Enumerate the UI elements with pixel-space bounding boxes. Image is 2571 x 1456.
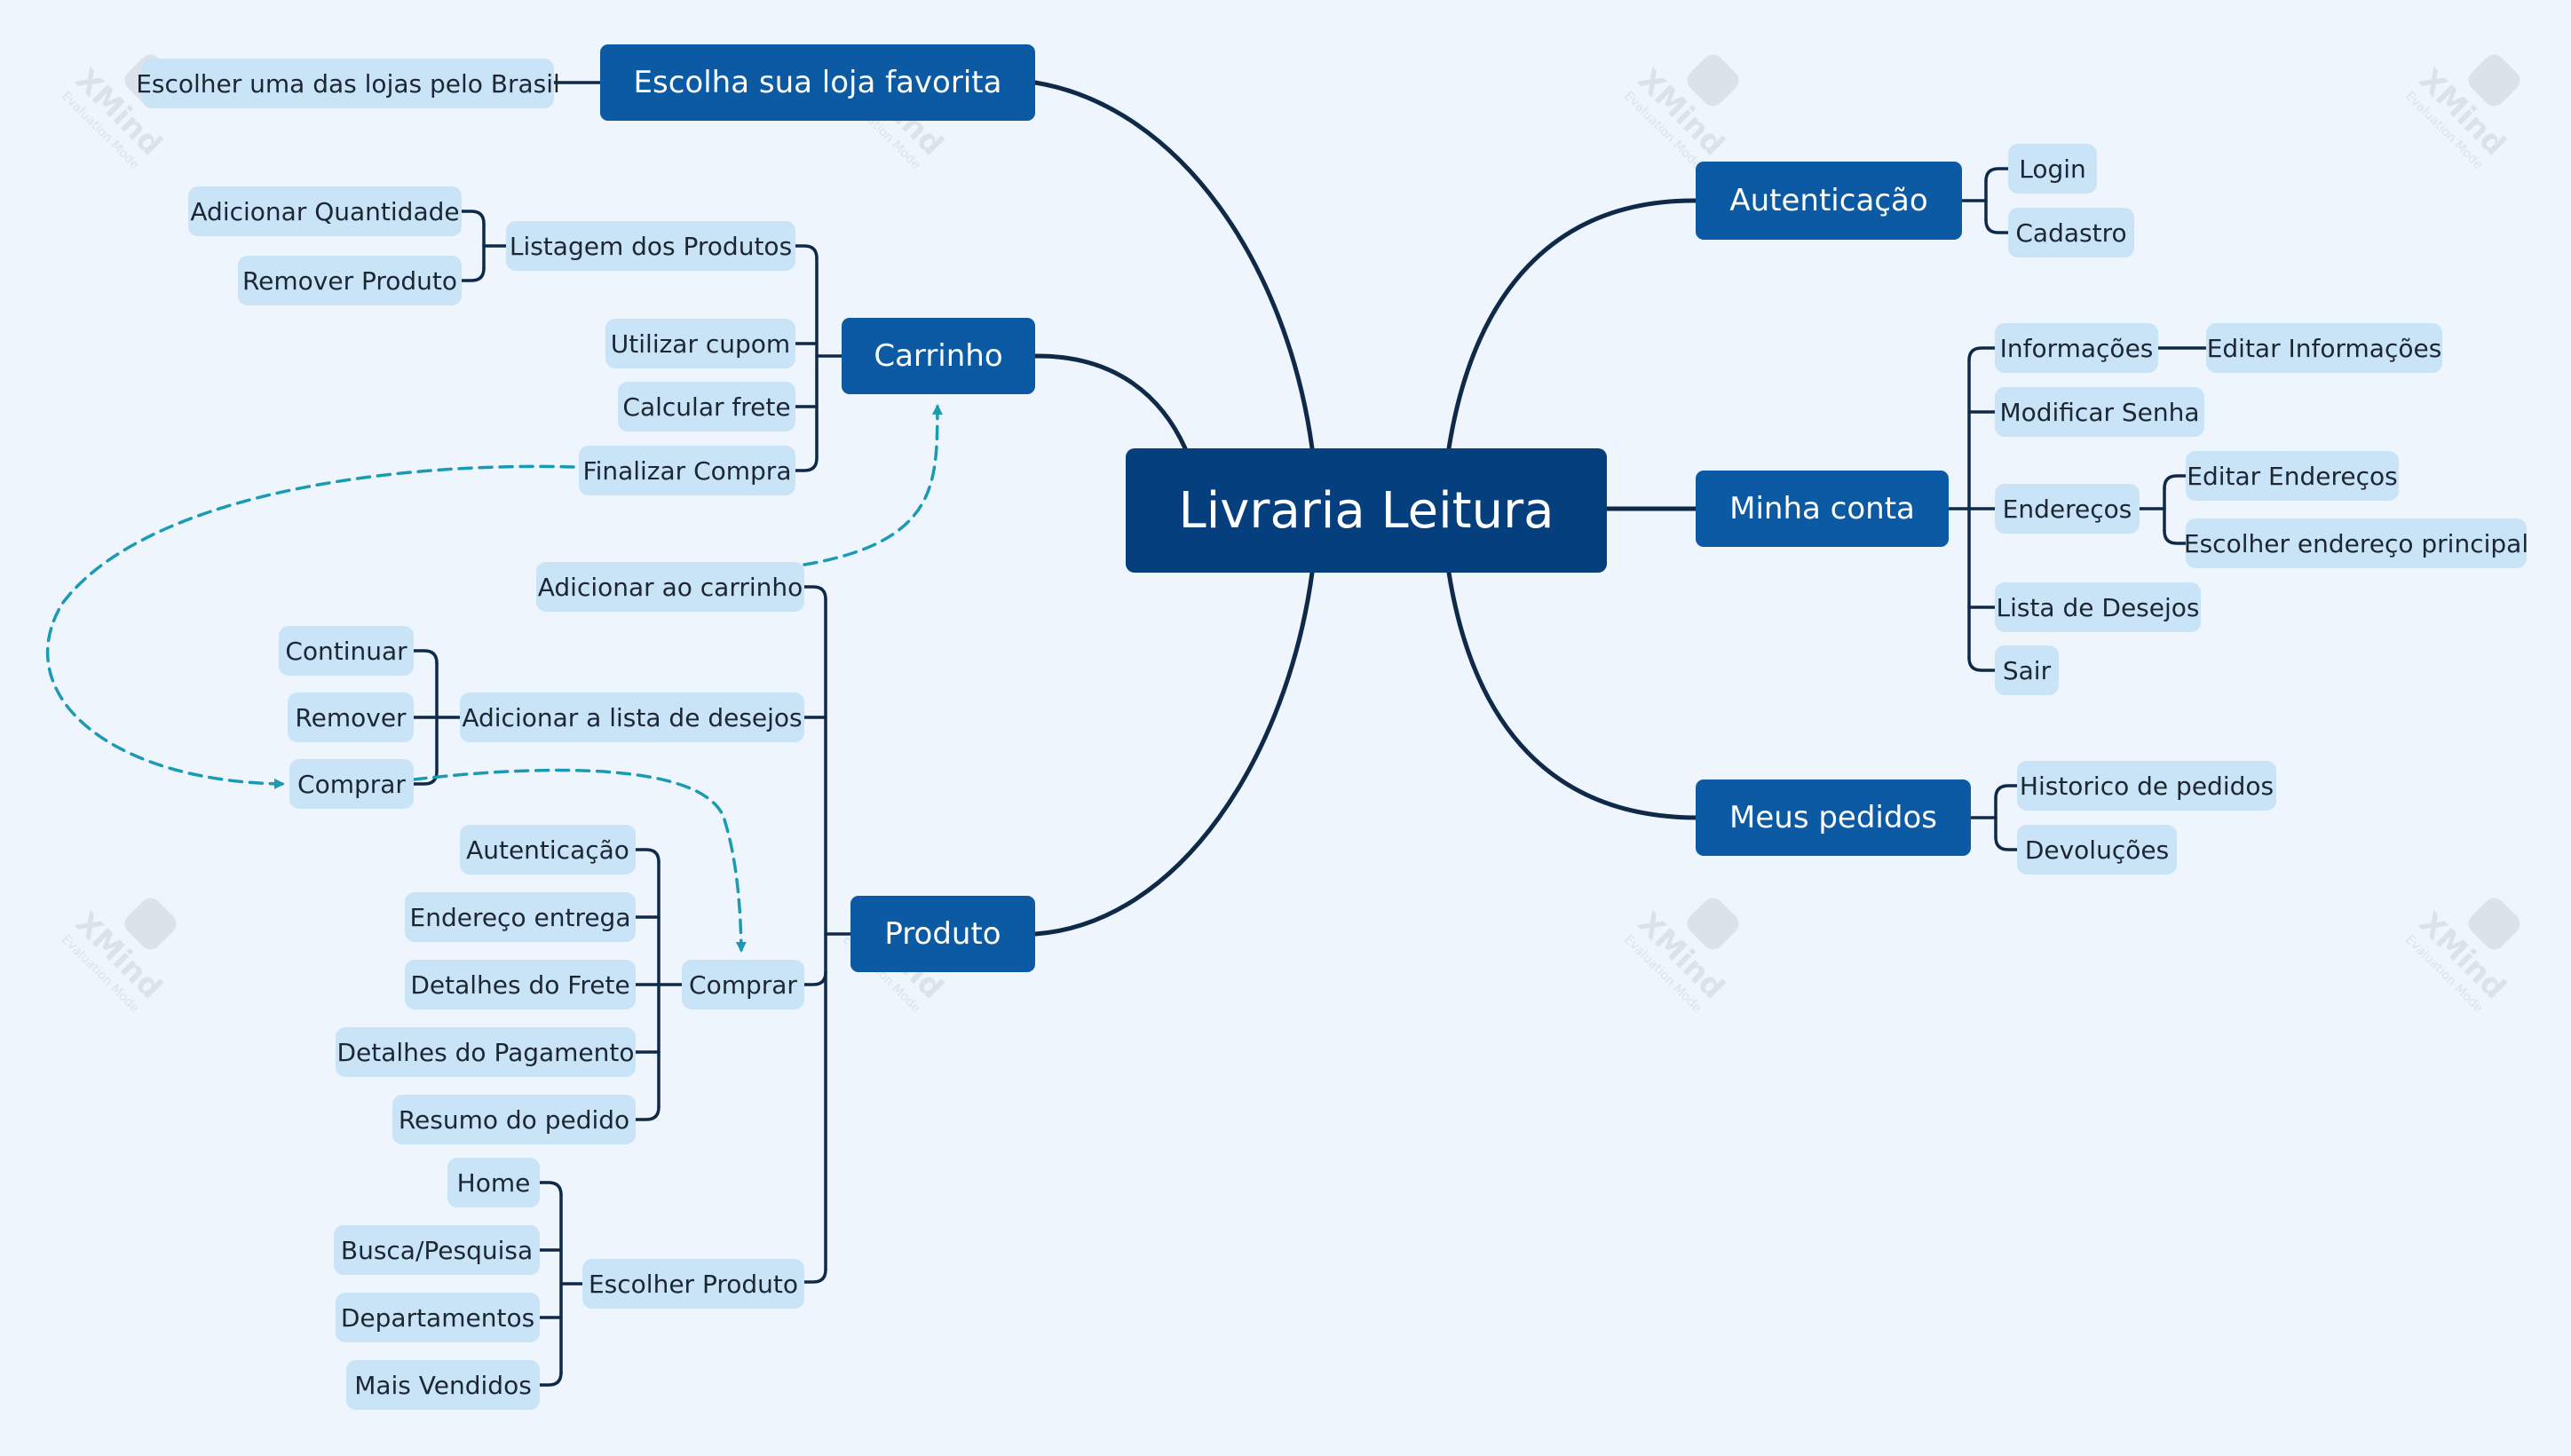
subtopic-escolher-endereco-principal[interactable]: Escolher endereço principal	[2184, 518, 2528, 568]
subtopic-adicionar-lista-desejos[interactable]: Adicionar a lista de desejos	[460, 692, 804, 742]
subtopic-resumo-pedido[interactable]: Resumo do pedido	[392, 1095, 636, 1144]
subtopic-finalizar-compra[interactable]: Finalizar Compra	[579, 446, 795, 495]
subtopic-modificar-senha[interactable]: Modificar Senha	[1995, 387, 2204, 437]
subtopic-endereco-entrega[interactable]: Endereço entrega	[405, 892, 636, 942]
subtopic-autenticacao-compra[interactable]: Autenticação	[460, 825, 636, 874]
subtopic-busca-pesquisa[interactable]: Busca/Pesquisa	[334, 1225, 540, 1275]
topic-carrinho[interactable]: Carrinho	[842, 318, 1035, 394]
subtopic-escolher-lojas[interactable]: Escolher uma das lojas pelo Brasil	[136, 59, 560, 108]
subtopic-comprar-desejos[interactable]: Comprar	[289, 759, 414, 809]
subtopic-remover-produto[interactable]: Remover Produto	[238, 256, 462, 305]
subtopic-lista-desejos[interactable]: Lista de Desejos	[1995, 582, 2201, 632]
subtopic-escolher-produto[interactable]: Escolher Produto	[582, 1259, 804, 1309]
topic-escolha-loja[interactable]: Escolha sua loja favorita	[600, 44, 1035, 121]
subtopic-continuar[interactable]: Continuar	[279, 626, 414, 676]
subtopic-adicionar-carrinho[interactable]: Adicionar ao carrinho	[536, 562, 804, 612]
subtopic-editar-informacoes[interactable]: Editar Informações	[2206, 323, 2442, 373]
root-topic[interactable]: Livraria Leitura	[1126, 448, 1607, 573]
subtopic-listagem-produtos[interactable]: Listagem dos Produtos	[506, 221, 795, 271]
subtopic-calcular-frete[interactable]: Calcular frete	[618, 382, 795, 431]
subtopic-detalhes-frete[interactable]: Detalhes do Frete	[405, 960, 636, 1009]
subtopic-sair[interactable]: Sair	[1995, 645, 2059, 695]
subtopic-comprar[interactable]: Comprar	[682, 960, 804, 1009]
subtopic-login[interactable]: Login	[2008, 144, 2097, 194]
subtopic-historico-pedidos[interactable]: Historico de pedidos	[2017, 761, 2276, 811]
subtopic-editar-enderecos[interactable]: Editar Endereços	[2186, 451, 2399, 501]
subtopic-detalhes-pagamento[interactable]: Detalhes do Pagamento	[336, 1027, 636, 1077]
subtopic-utilizar-cupom[interactable]: Utilizar cupom	[605, 319, 795, 368]
subtopic-mais-vendidos[interactable]: Mais Vendidos	[346, 1360, 540, 1410]
subtopic-cadastro[interactable]: Cadastro	[2008, 208, 2134, 257]
subtopic-remover[interactable]: Remover	[288, 692, 414, 742]
topic-produto[interactable]: Produto	[850, 896, 1035, 972]
subtopic-devolucoes[interactable]: Devoluções	[2017, 825, 2177, 874]
subtopic-enderecos[interactable]: Endereços	[1995, 484, 2140, 534]
topic-autenticacao[interactable]: Autenticação	[1696, 162, 1962, 240]
subtopic-departamentos[interactable]: Departamentos	[336, 1293, 540, 1342]
topic-meus-pedidos[interactable]: Meus pedidos	[1696, 779, 1971, 856]
subtopic-home[interactable]: Home	[447, 1158, 540, 1207]
topic-minha-conta[interactable]: Minha conta	[1696, 471, 1949, 547]
subtopic-informacoes[interactable]: Informações	[1995, 323, 2158, 373]
subtopic-adicionar-quantidade[interactable]: Adicionar Quantidade	[188, 186, 462, 236]
